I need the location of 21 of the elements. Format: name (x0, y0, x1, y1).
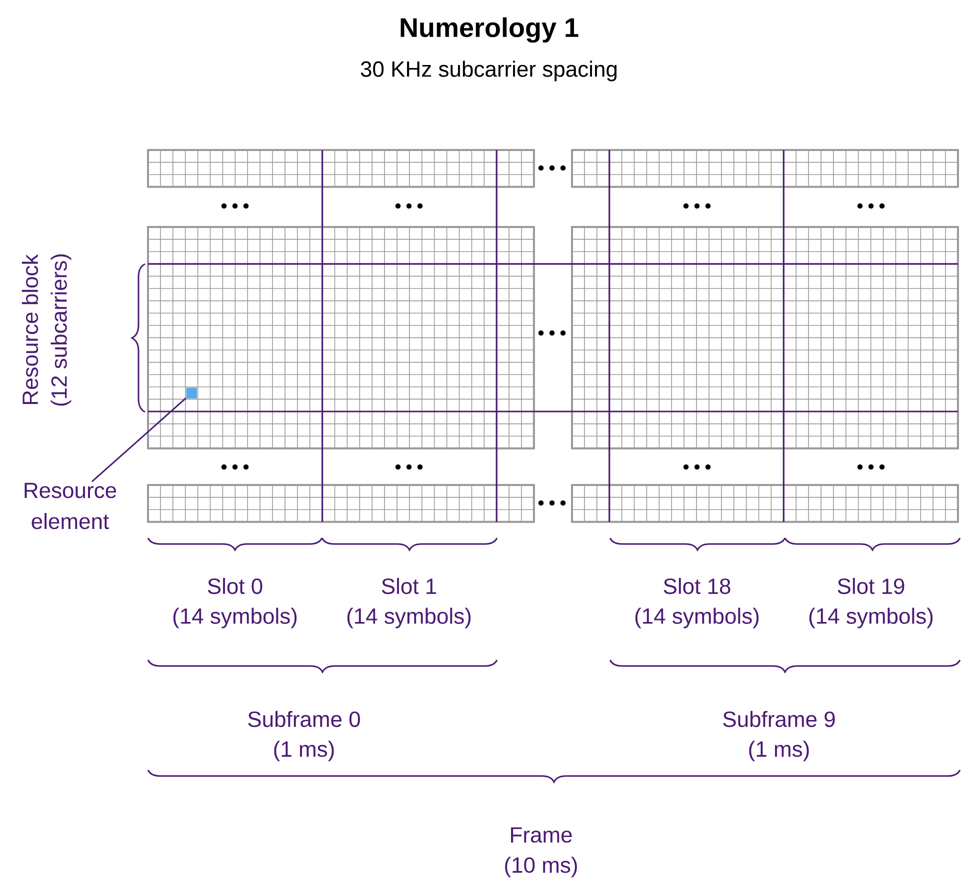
resource-element-label: Resource element (24, 482, 116, 530)
label: (1 ms) (749, 740, 809, 762)
label: Subframe 0 (248, 710, 360, 728)
label: (1 ms) (274, 740, 334, 762)
label: Resource block (22, 254, 38, 404)
label: (12 subcarriers) (50, 254, 72, 406)
label: (14 symbols) (635, 608, 759, 628)
label: Slot 1 (382, 578, 436, 594)
label: (14 symbols) (173, 608, 297, 628)
label: Subframe 9 (723, 710, 835, 728)
title: Numerology 1 (400, 17, 578, 43)
label: (14 symbols) (809, 608, 933, 628)
label: Slot 0 (208, 578, 262, 594)
label: 30 KHz subcarrier spacing (360, 60, 617, 82)
label: Slot 19 (838, 578, 904, 594)
leader-line (92, 397, 186, 482)
label: Frame (511, 827, 572, 843)
resource-element-cell (186, 388, 197, 398)
label: (10 ms) (505, 856, 577, 878)
label: (14 symbols) (347, 608, 471, 628)
label: Slot 18 (664, 578, 730, 594)
